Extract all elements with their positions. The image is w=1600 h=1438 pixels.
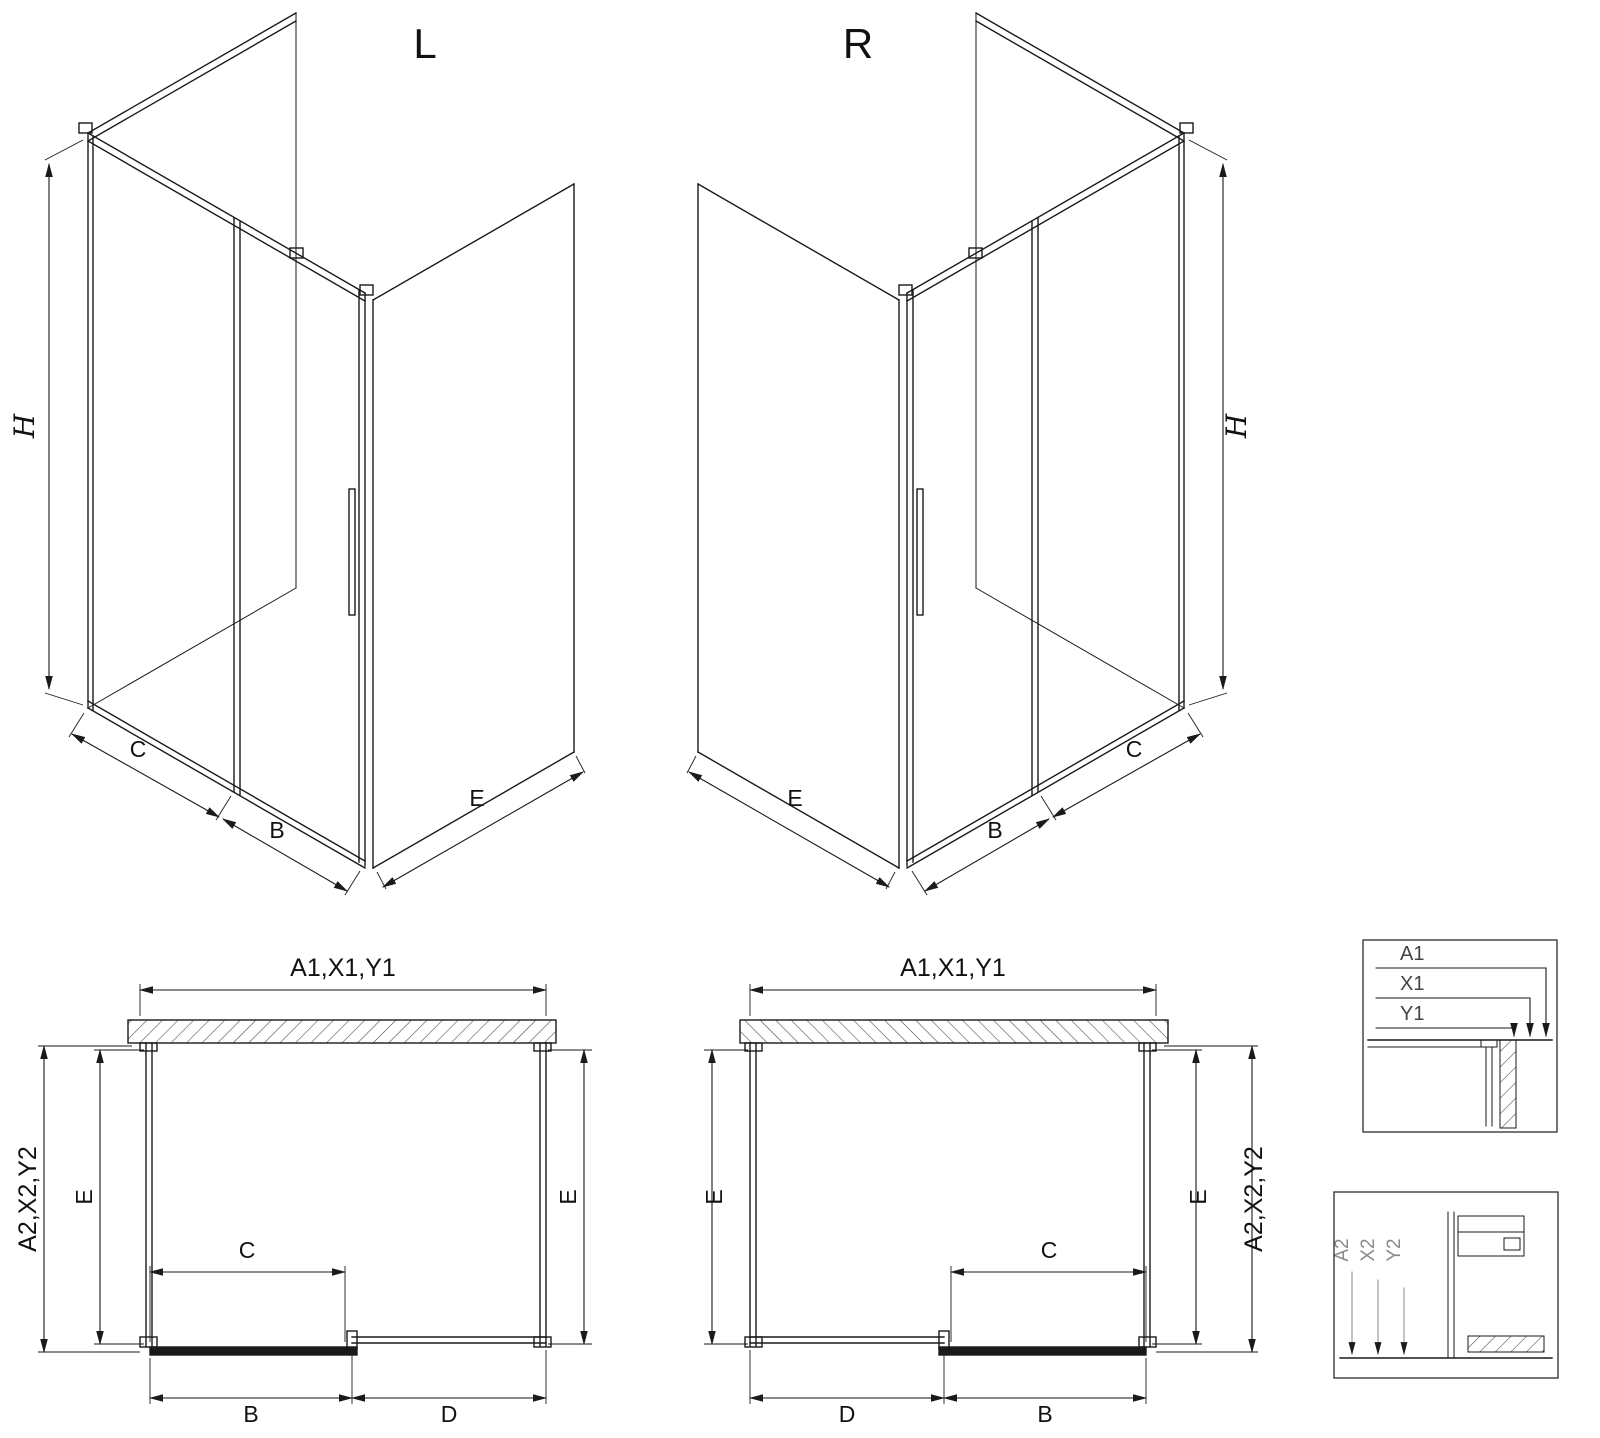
plan-view-right [704, 984, 1258, 1404]
detail-y1-label: Y1 [1400, 1003, 1424, 1025]
plan-right-b-label: B [1037, 1401, 1052, 1427]
wall-cross-section [1499, 1039, 1517, 1129]
dim-label-h-left: H [8, 413, 41, 439]
dim-label-b-left: B [269, 817, 284, 843]
wall-profile [1480, 1039, 1498, 1048]
dim-label-b-right: B [987, 817, 1002, 843]
detail-view-top [1362, 939, 1558, 1133]
plan-left-c-label: C [239, 1237, 256, 1263]
plan-left-d-label: D [441, 1401, 458, 1427]
iso-view-right [687, 13, 1227, 895]
plan-left-side-dim-label: A2,X2,Y2 [14, 1146, 42, 1252]
plan-right-top-dim-label: A1,X1,Y1 [900, 954, 1006, 982]
plan-view-left [38, 984, 592, 1404]
detail-x1-label: X1 [1400, 973, 1424, 995]
tray-cross-section [1467, 1335, 1545, 1353]
detail-view-bottom [1333, 1191, 1559, 1379]
view-title-right: R [843, 20, 873, 67]
dim-label-e-left: E [469, 785, 484, 811]
dim-label-e-right: E [787, 785, 802, 811]
view-title-left: L [413, 20, 436, 67]
plan-left-e-left-label: E [71, 1189, 97, 1204]
detail-a1-label: A1 [1400, 943, 1424, 965]
iso-view-left [45, 13, 585, 895]
roller-assembly [1457, 1215, 1525, 1257]
dim-label-h-right: H [1220, 413, 1253, 439]
detail-a2-label: A2 [1332, 1238, 1353, 1261]
detail-x2-label: X2 [1358, 1238, 1379, 1261]
dim-label-c-left: C [130, 736, 147, 762]
plan-left-e-right-label: E [555, 1189, 581, 1204]
roller-detail [1503, 1237, 1521, 1251]
plan-left-top-dim-label: A1,X1,Y1 [290, 954, 396, 982]
plan-left-b-label: B [243, 1401, 258, 1427]
plan-right-d-label: D [839, 1401, 856, 1427]
plan-right-side-dim-label: A2,X2,Y2 [1240, 1146, 1268, 1252]
dim-label-c-right: C [1126, 736, 1143, 762]
plan-right-c-label: C [1041, 1237, 1058, 1263]
plan-right-e-right-label: E [1185, 1189, 1211, 1204]
plan-right-e-left-label: E [701, 1189, 727, 1204]
detail-y2-label: Y2 [1384, 1238, 1405, 1261]
